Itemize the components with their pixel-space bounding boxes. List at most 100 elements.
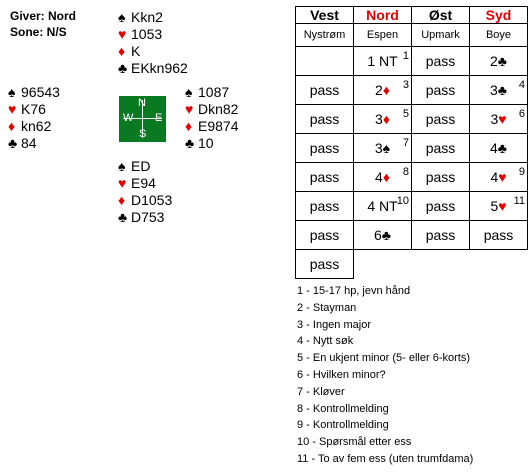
bid-text: pass [309, 198, 340, 214]
bidding-row: pass [295, 249, 528, 279]
south-spades: ED [131, 158, 151, 174]
compass-icon: N S W E [119, 96, 166, 142]
direction-east: Øst [411, 6, 470, 24]
footnote-item: 5 - En ukjent minor (5- eller 6-korts) [297, 352, 470, 365]
bid-cell: pass [411, 133, 470, 163]
diamond-icon: ♦ [382, 111, 390, 127]
east-hearts: Dkn82 [198, 101, 239, 117]
vulnerability-label: Sone: N/S [10, 25, 67, 39]
heart-icon: ♥ [118, 26, 127, 42]
bid-text: pass [309, 140, 340, 156]
club-icon: ♣ [185, 135, 195, 151]
bid-text: 2 [490, 53, 498, 69]
bid-cell: 6♣ [353, 220, 412, 250]
club-icon: ♣ [118, 209, 128, 225]
bid-text: pass [425, 53, 456, 69]
bid-cell: pass [295, 104, 354, 134]
club-icon: ♣ [381, 227, 391, 243]
footnote-ref: 4 [518, 79, 525, 91]
spade-icon: ♠ [382, 140, 391, 156]
dealer-label: Giver: Nord [10, 9, 77, 23]
spade-icon: ♠ [118, 9, 126, 25]
deal-info: Giver: Nord Sone: N/S [10, 8, 76, 40]
compass-north-label: N [138, 97, 146, 109]
footnote-item: 6 - Hvilken minor? [297, 368, 386, 381]
player-east: Upmark [411, 23, 470, 47]
bid-text: 3 [490, 82, 498, 98]
footnote-ref: 11 [513, 195, 525, 207]
footnote-item: 7 - Kløver [297, 385, 345, 398]
north-hearts: 1053 [131, 26, 163, 42]
bid-text: pass [309, 82, 340, 98]
north-hand: ♠Kkn2 ♥1053 ♦K ♣EKkn962 [118, 9, 188, 77]
bid-cell: 4♥9 [469, 162, 528, 192]
club-icon: ♣ [497, 53, 507, 69]
bid-cell: 3♦5 [353, 104, 412, 134]
bid-text: 4 NT [367, 198, 398, 214]
footnote-ref: 10 [396, 195, 409, 207]
bid-cell: 4♣ [469, 133, 528, 163]
heart-icon: ♥ [498, 198, 507, 214]
east-hand: ♠ 1087 ♥Dkn82 ♦ E9874 ♣10 [185, 84, 238, 152]
bid-text: 3 [490, 111, 499, 127]
west-spades: 96543 [21, 84, 60, 100]
diamond-icon: ♦ [185, 118, 193, 134]
bid-cell: pass [295, 191, 354, 221]
footnote-ref: 1 [402, 50, 409, 62]
heart-icon: ♥ [498, 111, 507, 127]
bid-cell: pass [295, 133, 354, 163]
diamond-icon: ♦ [382, 169, 390, 185]
bid-cell [295, 46, 354, 76]
bid-cell: pass [411, 162, 470, 192]
footnote-item: 1 - 15-17 hp, jevn hånd [297, 285, 411, 297]
club-icon: ♣ [497, 140, 507, 156]
east-spades: 1087 [198, 84, 230, 100]
south-hand: ♠ED ♥E94 ♦D1053 ♣D753 [118, 158, 172, 226]
spade-icon: ♠ [185, 84, 193, 100]
player-north: Espen [353, 23, 412, 47]
bid-cell: 3♣ 4 [469, 75, 528, 105]
footnote-item: 10 - Spørsmål etter ess [297, 436, 412, 449]
bid-text: pass [309, 256, 340, 272]
diamond-icon: ♦ [118, 192, 126, 208]
south-hearts: E94 [131, 175, 156, 191]
bidding-table: Vest Nord Øst Syd Nystrøm Espen Upmark B… [295, 6, 528, 279]
bid-text: pass [309, 227, 340, 243]
diamond-icon: ♦ [382, 82, 390, 98]
bid-text: pass [483, 227, 514, 243]
diamond-icon: ♦ [118, 43, 126, 59]
east-diamonds: E9874 [198, 118, 239, 134]
bid-cell: pass [411, 46, 470, 76]
east-clubs: 10 [198, 135, 214, 151]
bid-text: 4 [490, 169, 499, 185]
club-icon: ♣ [497, 82, 507, 98]
heart-icon: ♥ [8, 101, 17, 117]
bid-text: 1 NT [367, 53, 398, 69]
footnote-item: 9 - Kontrollmelding [297, 419, 389, 432]
bid-cell-empty [354, 250, 412, 279]
bid-cell: 1 NT 1 [353, 46, 412, 76]
footnote-ref: 6 [518, 108, 525, 120]
player-names-row: Nystrøm Espen Upmark Boye [295, 23, 528, 47]
bid-text: 4 [490, 140, 498, 156]
footnote-item: 4 - Nytt søk [297, 335, 354, 348]
heart-icon: ♥ [185, 101, 194, 117]
footnote-ref: 7 [402, 137, 409, 149]
west-hearts: K76 [21, 101, 46, 117]
direction-north: Nord [353, 6, 412, 24]
bid-cell: 5♥11 [469, 191, 528, 221]
heart-icon: ♥ [118, 175, 127, 191]
bid-text: 3 [375, 111, 383, 127]
spade-icon: ♠ [8, 84, 16, 100]
bid-text: pass [425, 169, 456, 185]
club-icon: ♣ [8, 135, 18, 151]
bid-text: 4 [375, 169, 383, 185]
bid-cell: 2♣ [469, 46, 528, 76]
bid-text: pass [425, 198, 456, 214]
north-spades: Kkn2 [131, 9, 163, 25]
south-clubs: D753 [131, 209, 165, 225]
